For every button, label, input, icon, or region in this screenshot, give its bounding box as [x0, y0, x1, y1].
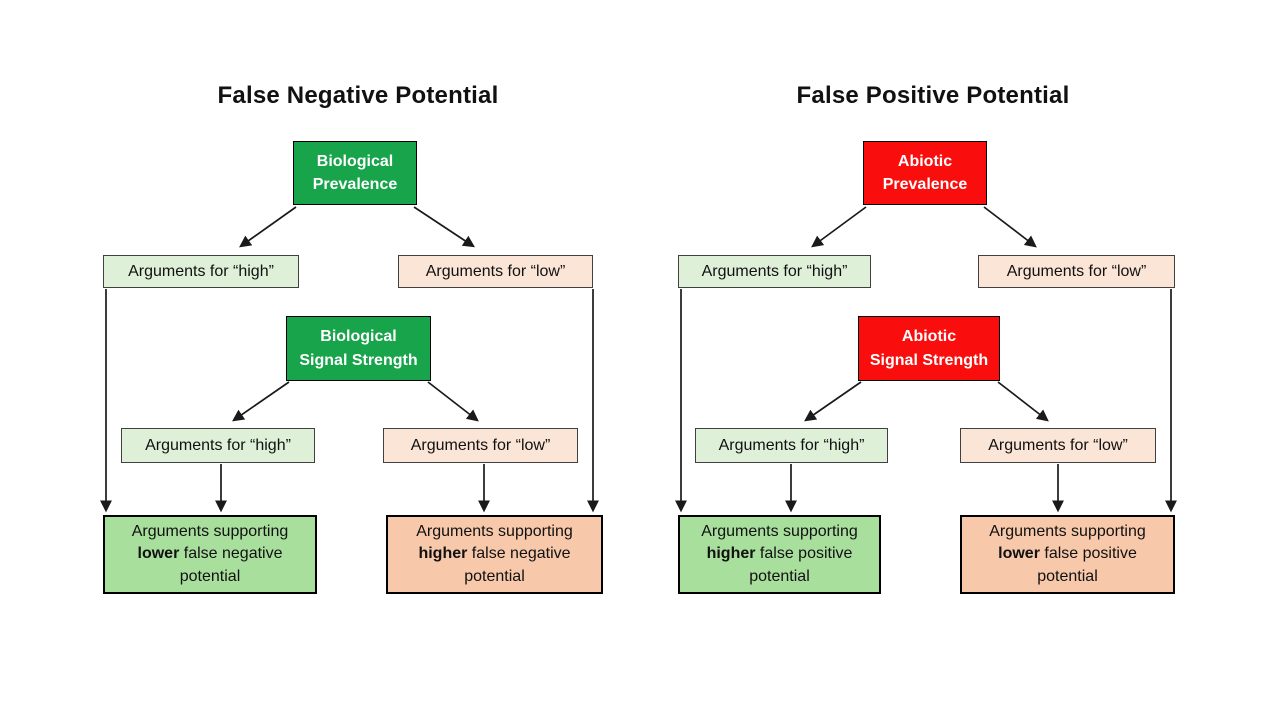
fp-signal-high-box: Arguments for “high”	[695, 428, 888, 463]
fn-prevalence-line2: Prevalence	[312, 176, 398, 193]
fp-outcome-higher-box: Arguments supporting higher false positi…	[678, 515, 881, 594]
fn-title: False Negative Potential	[217, 82, 499, 109]
fn-signal-line1: Biological	[320, 328, 397, 346]
fp-title: False Positive Potential	[796, 82, 1070, 109]
fn-signal-high-box: Arguments for “high”	[121, 428, 315, 463]
fp-outcome-lower-box: Arguments supporting lower false positiv…	[960, 515, 1175, 594]
fn-signal-line2: Signal Strength	[299, 351, 418, 369]
fp-signal-line1: Abiotic	[901, 328, 957, 346]
fp-signal-line2: Signal Strength	[869, 351, 989, 369]
fp-signal-box: Abiotic Signal Strength	[858, 316, 1000, 381]
fp-prevalence-low-box: Arguments for “low”	[978, 255, 1175, 288]
fp-outcome-lower-text: Arguments supporting lower false positiv…	[989, 522, 1146, 585]
fn-prevalence-low-box: Arguments for “low”	[398, 255, 593, 288]
fp-prevalence-box: Abiotic Prevalence	[863, 141, 987, 205]
fp-prevalence-high-box: Arguments for “high”	[678, 255, 871, 288]
fp-prevalence-line2: Prevalence	[882, 176, 968, 193]
fn-outcome-higher-box: Arguments supporting higher false negati…	[386, 515, 603, 594]
fn-outcome-lower-text: Arguments supporting lower false negativ…	[131, 522, 289, 585]
fp-signal-low-box: Arguments for “low”	[960, 428, 1156, 463]
fn-outcome-lower-box: Arguments supporting lower false negativ…	[103, 515, 317, 594]
fn-signal-low-box: Arguments for “low”	[383, 428, 578, 463]
fn-outcome-higher-text: Arguments supporting higher false negati…	[416, 522, 573, 585]
fp-prevalence-line1: Abiotic	[897, 152, 953, 170]
fn-prevalence-box: Biological Prevalence	[293, 141, 417, 205]
fn-prevalence-line1: Biological	[316, 152, 394, 170]
fp-outcome-higher-text: Arguments supporting higher false positi…	[701, 522, 858, 585]
fn-signal-box: Biological Signal Strength	[286, 316, 431, 381]
fn-prevalence-high-box: Arguments for “high”	[103, 255, 299, 288]
